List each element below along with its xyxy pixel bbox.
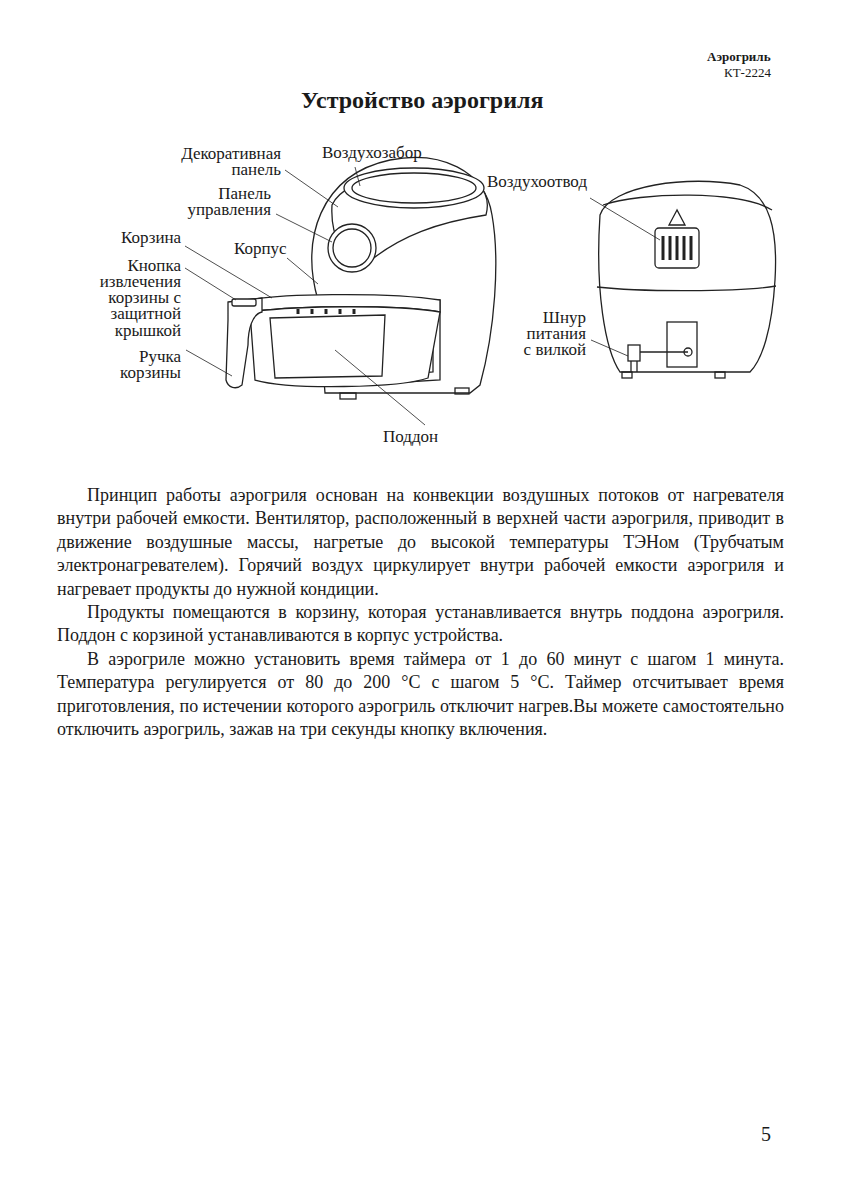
body-paragraph: В аэрогриле можно установить время тайме… xyxy=(57,648,784,742)
housing-rear xyxy=(599,181,776,372)
body-paragraph: Принцип работы аэрогриля основан на конв… xyxy=(57,484,784,601)
part-label: Воздухоотвод xyxy=(487,173,587,190)
seam xyxy=(597,286,776,291)
part-label: Корзина xyxy=(121,229,181,246)
model-number: КТ-2224 xyxy=(724,66,771,79)
body-paragraph: Продукты помещаются в корзину, которая у… xyxy=(57,601,784,648)
cord-exit xyxy=(684,348,692,356)
pan xyxy=(250,307,440,387)
running-header: Аэрогриль xyxy=(707,50,771,63)
basket-slots xyxy=(298,309,354,314)
air-intake-inner xyxy=(352,173,476,203)
page-title: Устройство аэрогриля xyxy=(301,88,543,112)
part-label: Шнур питания с вилкой xyxy=(518,310,586,358)
cord-bracket xyxy=(667,322,697,367)
air-intake xyxy=(344,168,484,208)
page-number: 5 xyxy=(761,1124,771,1144)
basket-handle xyxy=(226,298,262,388)
pan-front xyxy=(270,315,385,378)
warning-triangle xyxy=(669,210,685,225)
plug-pin xyxy=(630,361,631,372)
top-edge xyxy=(603,195,772,210)
plug xyxy=(628,345,640,361)
control-panel-inner xyxy=(333,229,371,267)
foot xyxy=(455,388,469,394)
part-label: Корпус xyxy=(234,240,287,257)
control-panel xyxy=(328,224,376,272)
part-label: Декоративная панель xyxy=(159,146,281,178)
foot xyxy=(715,372,725,378)
foot xyxy=(622,372,632,378)
part-label: Ручка корзины xyxy=(109,349,181,381)
plug-pin xyxy=(636,361,637,372)
part-label: Кнопка извлечения корзины с защитной кры… xyxy=(85,258,181,339)
body-text: Принцип работы аэрогриля основан на конв… xyxy=(57,484,784,741)
air-outlet xyxy=(655,228,699,268)
cord xyxy=(640,351,688,352)
foot xyxy=(340,393,356,399)
part-label: Панель управления xyxy=(171,186,271,218)
part-label: Воздухозабор xyxy=(322,144,422,161)
part-label: Поддон xyxy=(383,428,438,445)
outlet-grill xyxy=(663,236,691,260)
